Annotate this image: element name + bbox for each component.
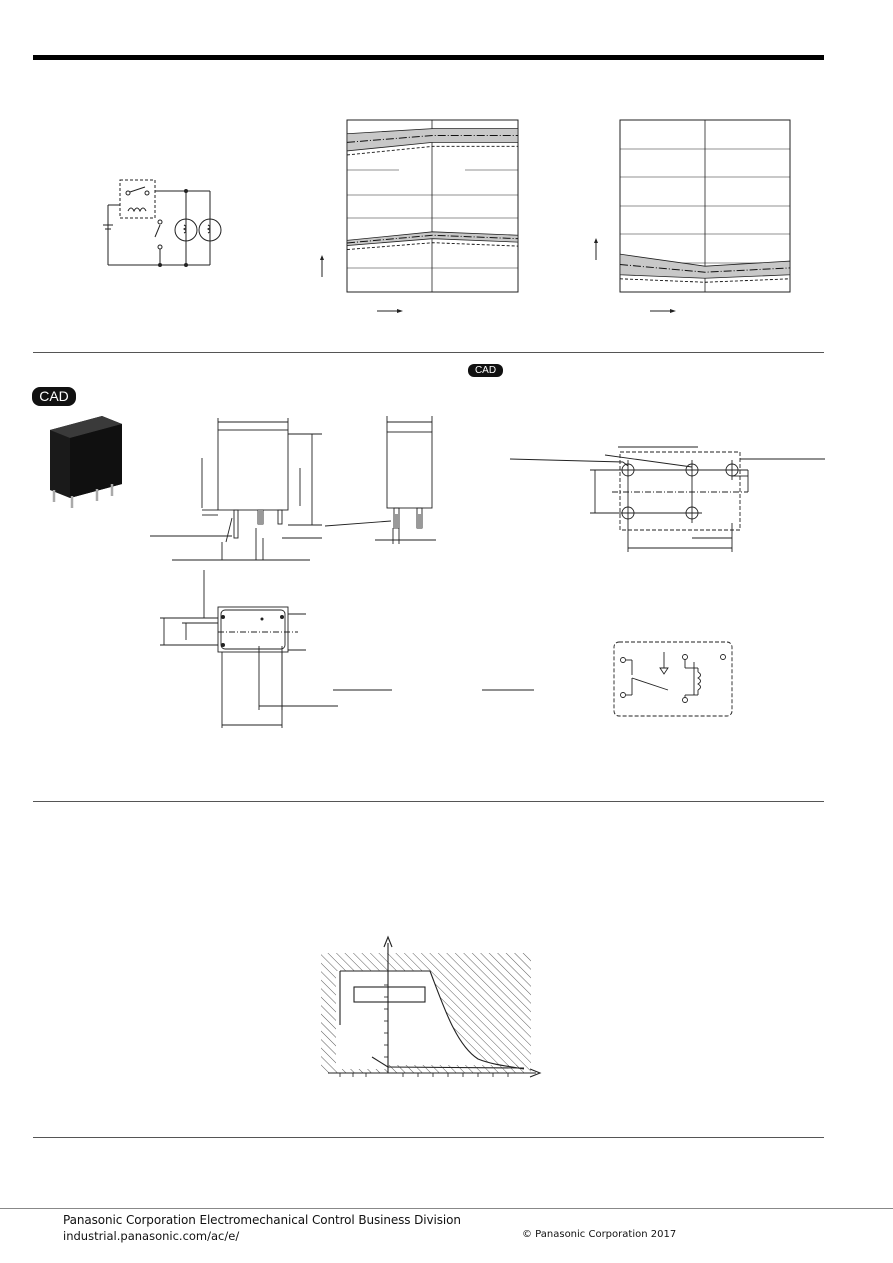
chart1-mean-line-1 [346, 234, 519, 244]
footer-url[interactable]: industrial.panasonic.com/ac/e/ [63, 1229, 240, 1243]
chart1-min-line-1 [346, 242, 519, 251]
section-divider-3 [33, 1137, 824, 1138]
cad-badge-large[interactable]: CAD [32, 387, 76, 406]
chart2-x-arrow [650, 309, 676, 313]
dimension-leader-lines [333, 689, 534, 691]
cad-badge-small[interactable]: CAD [468, 364, 503, 377]
chart1-band-0 [346, 128, 519, 152]
chart2-mean-line-0 [619, 263, 791, 273]
section-divider-1 [33, 352, 824, 353]
characteristics-chart-1 [346, 119, 519, 293]
chart1-x-arrow [377, 309, 403, 313]
relay-product-photo [50, 416, 122, 508]
dimension-side-view [324, 416, 436, 544]
footer-company: Panasonic Corporation Electromechanical … [63, 1213, 461, 1227]
test-circuit-diagram [103, 179, 222, 267]
chart2-band-0 [619, 253, 791, 279]
characteristics-chart-2 [619, 119, 791, 293]
chart2-min-line-0 [619, 278, 791, 283]
chart1-band-1 [346, 231, 519, 246]
footer-copyright: © Panasonic Corporation 2017 [522, 1229, 677, 1240]
operating-range-diagram [321, 935, 542, 1078]
chart1-min-line-0 [346, 145, 518, 156]
chart1-y-arrow [320, 255, 324, 277]
section-divider-2 [33, 801, 824, 802]
chart1-mean-line-0 [346, 134, 518, 143]
relay-schematic [613, 641, 733, 717]
pcb-board-pattern [509, 446, 825, 552]
chart2-y-arrow [594, 238, 598, 260]
dimension-front-view [150, 418, 322, 561]
footer-rule [0, 1208, 893, 1209]
dimension-bottom-view [160, 570, 392, 728]
header-rule [33, 55, 824, 60]
